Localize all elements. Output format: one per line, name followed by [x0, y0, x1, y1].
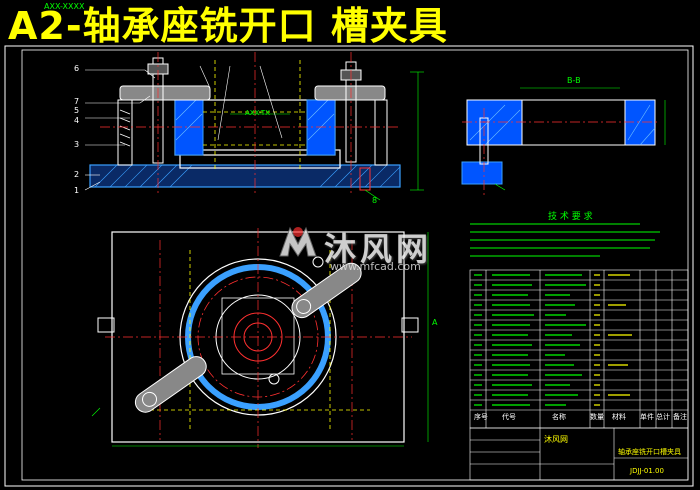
- callout-5: 5: [74, 106, 80, 115]
- watermark-url: www.mfcad.com: [330, 260, 421, 273]
- bom-header-qty: 数量: [590, 413, 604, 421]
- bom-header-code: 代号: [502, 413, 516, 421]
- bom-header-row: 序号 代号 名称 数量 材料 单件 总计 备注: [472, 412, 688, 426]
- bom-header-unit: 单件: [640, 413, 654, 421]
- callout-1: 1: [74, 186, 80, 195]
- tech-requirements-text: [470, 223, 660, 257]
- bom-table: [469, 269, 689, 481]
- sheet-border-inner: [21, 49, 689, 481]
- top-tag: AXX-XXXX: [44, 2, 85, 11]
- bom-header-remark: 备注: [673, 413, 687, 421]
- dimension-label: AXX-TX: [245, 109, 270, 117]
- section-label: B-B: [567, 76, 581, 85]
- bom-header-no: 序号: [474, 413, 488, 421]
- bom-row-text: [474, 274, 632, 406]
- callout-6: 6: [74, 64, 80, 73]
- title-block-drawing-name: 轴承座铣开口槽夹具: [618, 448, 681, 456]
- plan-view: [91, 228, 429, 448]
- bom-header-material: 材料: [612, 413, 626, 421]
- title-block-unit: 沐风网: [544, 435, 568, 444]
- tech-requirements-title: 技 术 要 求: [548, 212, 593, 222]
- watermark-text: 沐风网: [324, 230, 433, 268]
- drawing-title: A2-轴承座铣开口 槽夹具: [8, 4, 448, 48]
- front-view: [84, 52, 424, 201]
- bom-header-total: 总计: [656, 413, 670, 421]
- callout-3: 3: [74, 140, 80, 149]
- callout-8: 8: [372, 196, 378, 205]
- callout-7: 7: [74, 97, 80, 106]
- callout-a: A: [432, 318, 438, 327]
- section-view-b-b: [461, 87, 666, 195]
- sheet-border-outer: [4, 45, 694, 487]
- callout-4: 4: [74, 116, 80, 125]
- callout-2: 2: [74, 170, 80, 179]
- bom-header-name: 名称: [552, 413, 566, 421]
- watermark-logo-icon: [279, 226, 317, 257]
- title-block-code: JDJJ-01.00: [630, 467, 664, 475]
